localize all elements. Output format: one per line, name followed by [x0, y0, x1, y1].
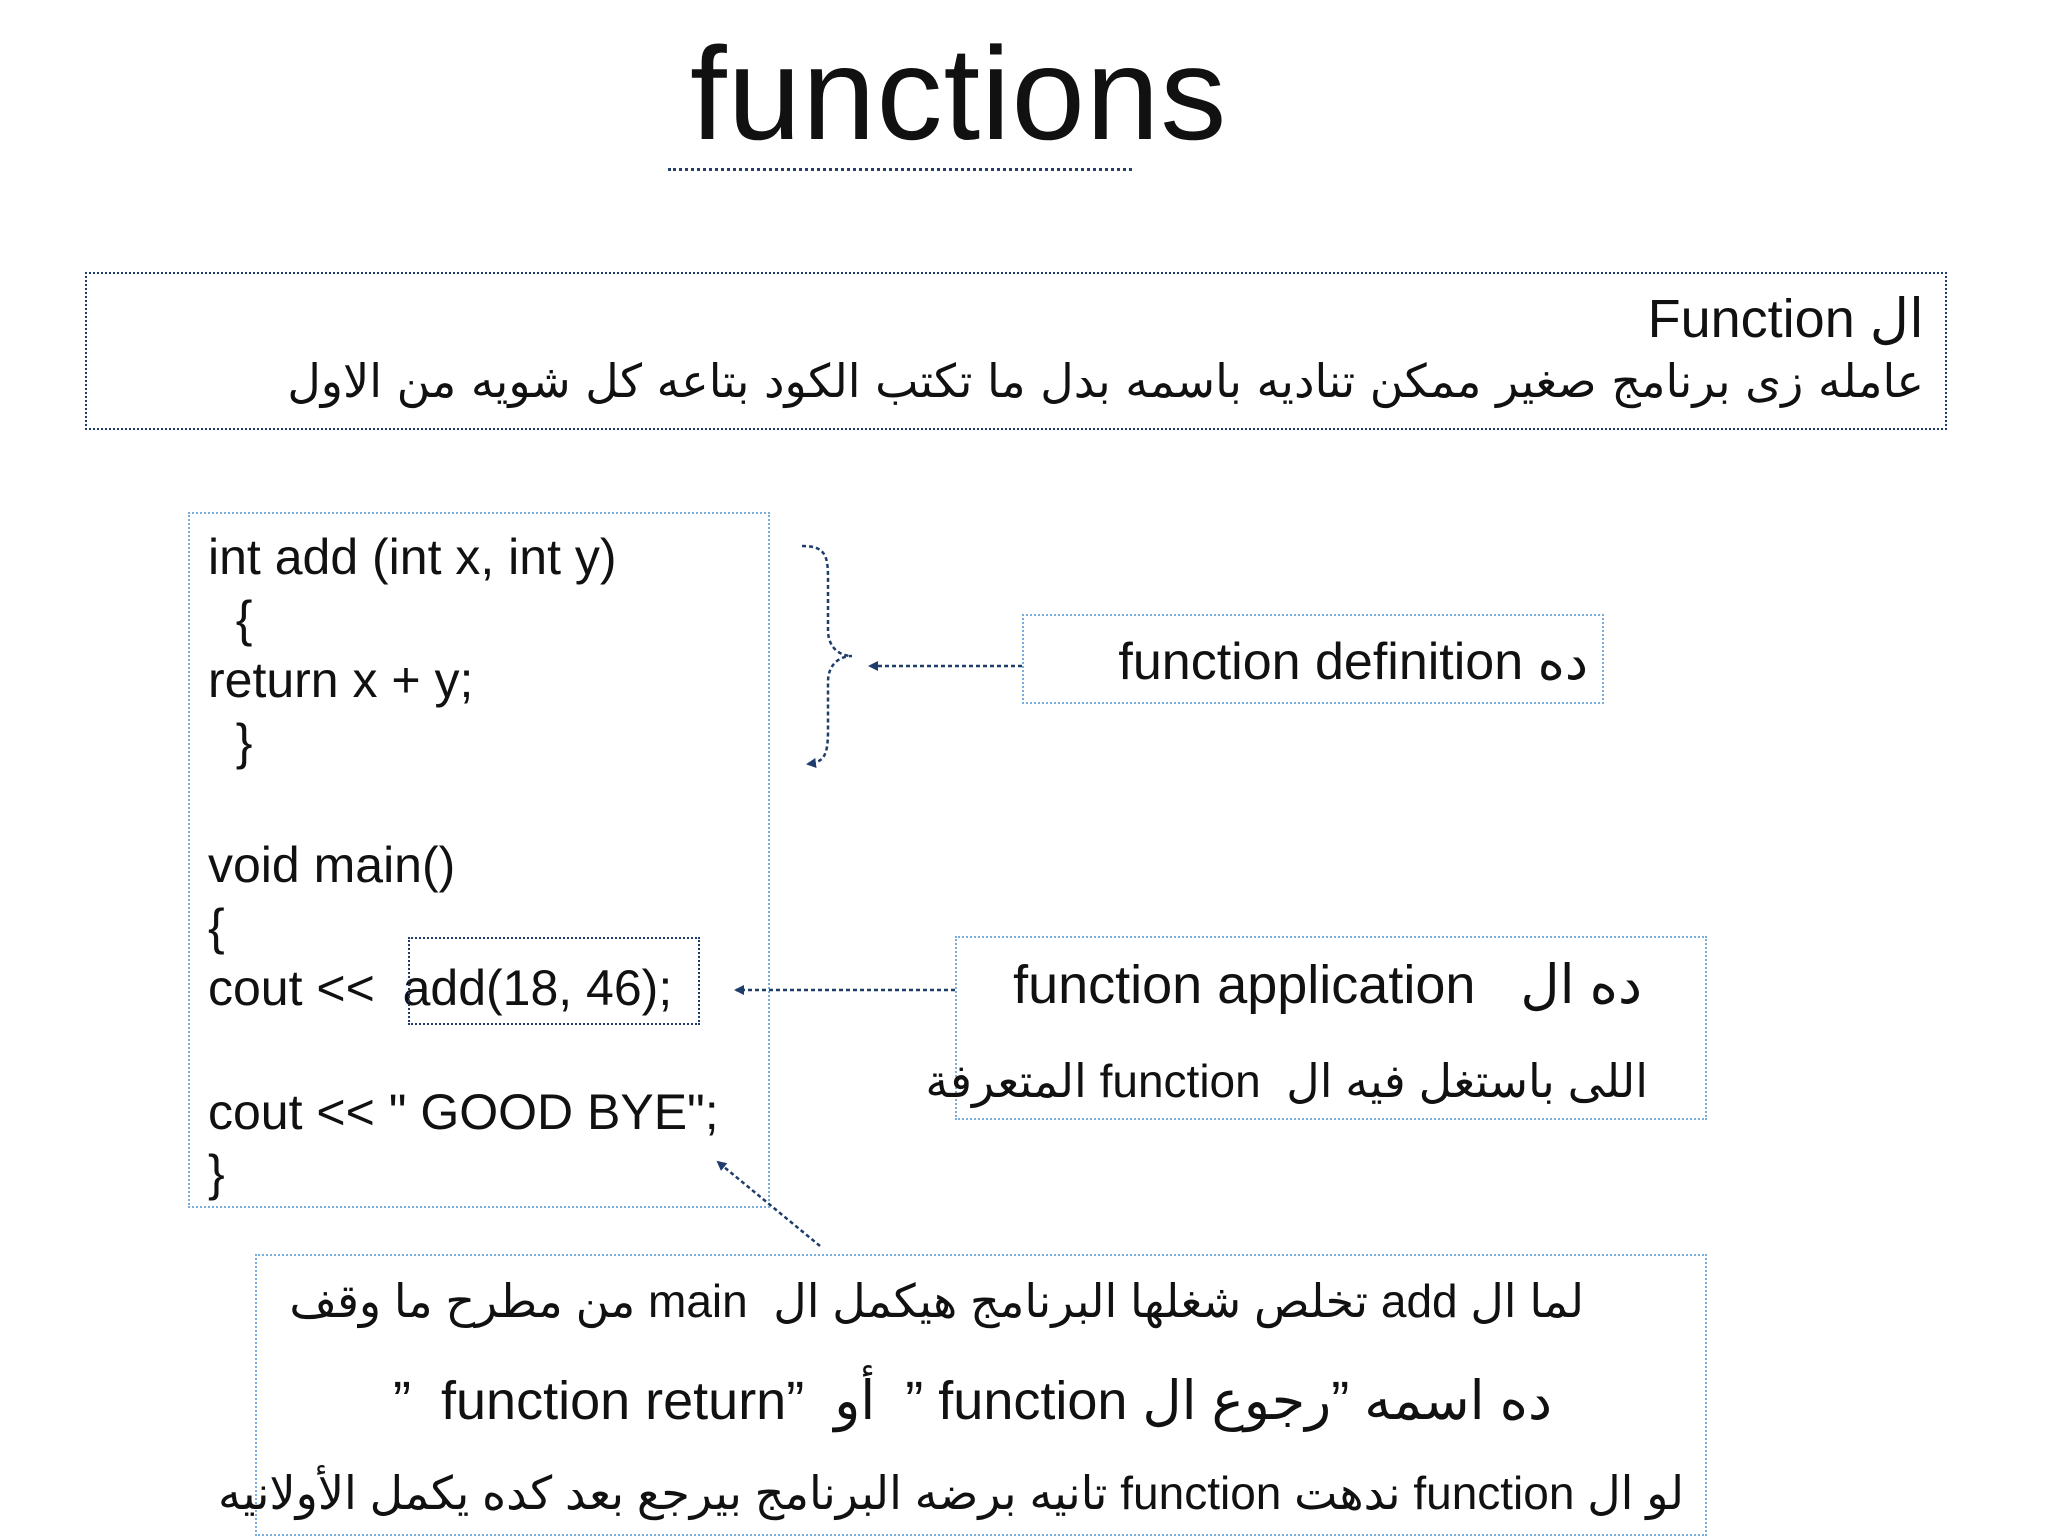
return-callout-line2: ده اسمه ”رجوع ال function ” أو ”function… [393, 1371, 1552, 1431]
slide-title: functions [690, 20, 1228, 167]
code-line: cout << " GOOD BYE"; [208, 1084, 719, 1140]
application-callout-line2: اللى باستغل فيه ال function المتعرفة [925, 1055, 1648, 1107]
code-line: { [208, 899, 225, 955]
intro-description: عامله زى برنامج صغير ممكن تناديه باسمه ب… [287, 354, 1924, 408]
code-line: { [208, 591, 253, 647]
code-line: void main() [208, 837, 456, 893]
application-callout-line1: ده ال function application [1013, 955, 1642, 1015]
code-box [188, 512, 770, 1208]
intro-box [85, 272, 1947, 430]
title-underline [668, 168, 1132, 171]
code-line: } [208, 1145, 225, 1201]
return-callout-line3: لو ال function ندهت function تانيه برضه … [218, 1467, 1684, 1519]
code-line: return x + y; [208, 652, 474, 708]
call-highlight-box [408, 937, 700, 1025]
definition-callout-text: ده function definition [1118, 633, 1588, 691]
return-callout-line1: لما ال add تخلص شغلها البرنامج هيكمل ال … [289, 1275, 1584, 1327]
application-callout-box [955, 936, 1707, 1120]
code-line: cout << add(18, 46); [208, 960, 673, 1016]
definition-callout-box [1022, 614, 1604, 704]
definition-brace [801, 544, 853, 768]
return-callout-box [255, 1254, 1707, 1536]
code-line: int add (int x, int y) [208, 529, 617, 585]
intro-heading: ال Function [1647, 289, 1924, 349]
code-line: } [208, 714, 253, 770]
return-arrow [716, 1160, 821, 1247]
